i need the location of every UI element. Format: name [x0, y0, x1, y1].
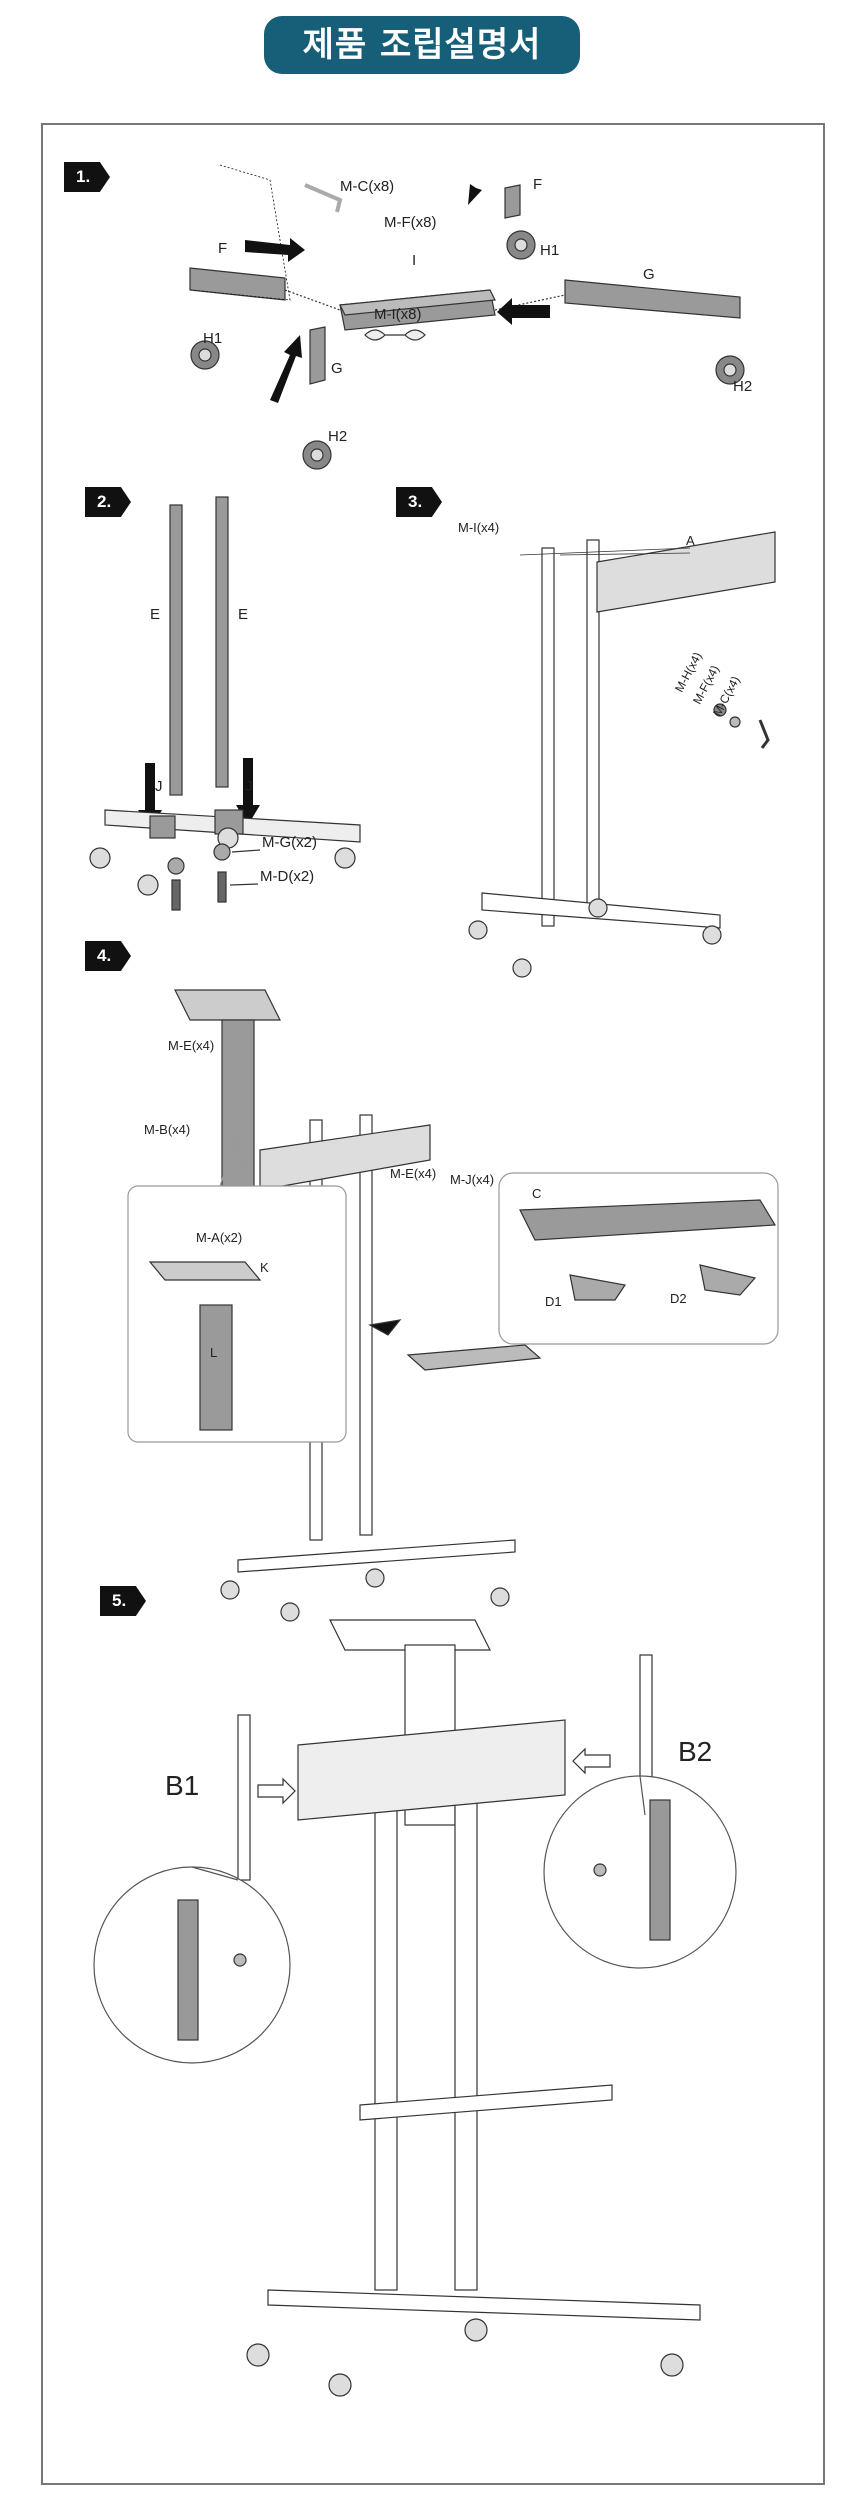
part-label: E [150, 606, 161, 623]
part-label: M-G(x2) [262, 834, 317, 851]
part-label: M-I(x4) [458, 520, 500, 535]
part-label: E [238, 606, 249, 623]
part-label: M-J(x4) [450, 1172, 495, 1187]
step-5-illustration [93, 1619, 737, 2397]
part-label: F [218, 240, 228, 257]
part-label: H2 [328, 428, 348, 445]
step-3-illustration [468, 531, 776, 978]
part-label: G [643, 266, 655, 283]
step-5-badge: 5. [100, 1586, 146, 1616]
part-label: J [155, 778, 163, 795]
part-label: F [533, 176, 543, 193]
part-label: M-D(x2) [260, 868, 315, 885]
part-label: M-E(x4) [390, 1166, 437, 1181]
part-label: M-B(x4) [144, 1122, 191, 1137]
step-1-badge: 1. [64, 162, 110, 192]
step-2-illustration [89, 496, 361, 911]
part-label: J [245, 778, 253, 795]
part-label: G [331, 360, 343, 377]
step-2-badge: 2. [85, 487, 131, 517]
step-4-badge: 4. [85, 941, 131, 971]
part-label: I [412, 252, 417, 269]
part-label: C [532, 1186, 542, 1201]
part-label-b1: B1 [165, 1770, 200, 1801]
part-label-b2: B2 [678, 1736, 713, 1767]
step-4-illustration [127, 989, 779, 1622]
part-label: H1 [203, 330, 223, 347]
part-label: M-E(x4) [168, 1038, 215, 1053]
part-label: D2 [670, 1291, 687, 1306]
instructions-frame [41, 123, 825, 2485]
part-label: A [686, 533, 695, 548]
part-label: H1 [540, 242, 560, 259]
step-1-illustration [189, 150, 745, 470]
part-label: M-F(x8) [384, 214, 437, 231]
page-title: 제품 조립설명서 [264, 16, 580, 74]
part-label: K [260, 1260, 269, 1275]
part-label: M-I(x8) [374, 306, 422, 323]
part-label: D1 [545, 1294, 562, 1309]
part-label: M-C(x8) [340, 178, 395, 195]
step-3-badge: 3. [396, 487, 442, 517]
part-label: M-A(x2) [196, 1230, 243, 1245]
part-label: H2 [733, 378, 753, 395]
part-label: L [210, 1345, 218, 1360]
